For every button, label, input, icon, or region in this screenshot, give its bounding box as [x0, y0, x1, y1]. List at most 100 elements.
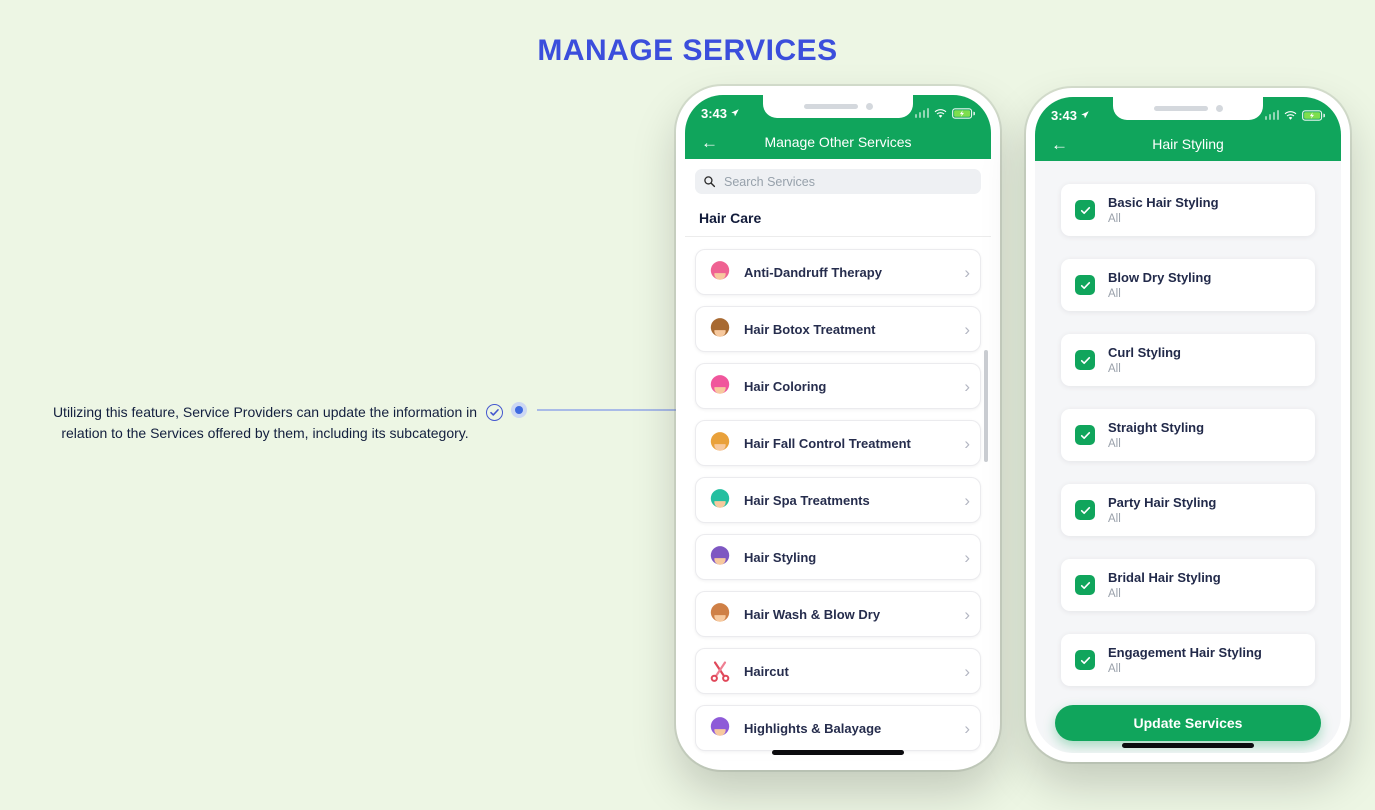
subservice-sub: All: [1108, 363, 1121, 375]
phone1-notch: [763, 95, 913, 118]
battery-charging-icon: [1302, 109, 1325, 121]
back-arrow-icon[interactable]: ←: [701, 132, 718, 152]
search-input[interactable]: [722, 173, 973, 190]
update-services-button[interactable]: Update Services: [1055, 705, 1321, 741]
phone1-status-bar: 3:43: [685, 95, 991, 125]
phone2-status-bar: 3:43: [1035, 97, 1341, 127]
checkbox-checked-icon[interactable]: [1075, 500, 1095, 520]
home-indicator[interactable]: [1122, 743, 1254, 748]
camera-dot: [865, 103, 873, 110]
service-item-label: Hair Spa Treatments: [744, 492, 870, 508]
highlights-balayage-icon: [706, 714, 734, 742]
checkbox-checked-icon[interactable]: [1075, 425, 1095, 445]
chevron-right-icon: ›: [964, 604, 970, 624]
section-title-hair-care: Hair Care: [699, 210, 762, 226]
subservice-sub: All: [1108, 288, 1121, 300]
cellular-signal-icon: [1264, 110, 1279, 120]
service-item[interactable]: Hair Wash & Blow Dry ›: [695, 591, 981, 637]
hair-botox-treatment-icon: [706, 315, 734, 343]
checkbox-checked-icon[interactable]: [1075, 200, 1095, 220]
search-bar[interactable]: [695, 169, 981, 194]
chevron-right-icon: ›: [964, 718, 970, 738]
hair-fall-control-icon: [706, 429, 734, 457]
page-title: MANAGE SERVICES: [537, 34, 838, 67]
hair-coloring-icon: [706, 372, 734, 400]
service-item-label: Highlights & Balayage: [744, 720, 882, 736]
service-item-label: Anti-Dandruff Therapy: [744, 264, 882, 280]
wifi-icon: [934, 108, 947, 118]
annotation-text: Utilizing this feature, Service Provider…: [30, 402, 500, 444]
service-item[interactable]: Haircut ›: [695, 648, 981, 694]
service-item[interactable]: Hair Fall Control Treatment ›: [695, 420, 981, 466]
home-indicator[interactable]: [772, 750, 904, 755]
phone2-status-time: 3:43: [1051, 108, 1090, 123]
speaker-slot: [803, 104, 858, 109]
chevron-right-icon: ›: [964, 319, 970, 339]
battery-charging-icon: [952, 107, 975, 119]
subservice-label: Straight Styling: [1108, 420, 1205, 435]
time-text: 3:43: [701, 105, 728, 121]
connector-line: [537, 409, 676, 411]
time-text: 3:43: [1051, 107, 1078, 123]
phone2-app-bar: ← Hair Styling: [1035, 127, 1341, 161]
camera-dot: [1215, 105, 1223, 112]
navigation-arrow-icon: [731, 109, 739, 117]
subservice-sub: All: [1108, 588, 1121, 600]
scrollbar[interactable]: [984, 350, 988, 462]
speaker-slot: [1153, 106, 1208, 111]
hair-wash-blow-dry-icon: [706, 600, 734, 628]
chevron-right-icon: ›: [964, 376, 970, 396]
service-item[interactable]: Hair Spa Treatments ›: [695, 477, 981, 523]
subservice-label: Curl Styling: [1108, 345, 1181, 360]
chevron-right-icon: ›: [964, 661, 970, 681]
phone2-status-icons: [1264, 109, 1325, 121]
phone1-screen: 3:43 ← Manage Other Services: [685, 95, 991, 761]
service-item[interactable]: Hair Styling ›: [695, 534, 981, 580]
subservice-label: Basic Hair Styling: [1108, 195, 1219, 210]
annotation-line-1: Utilizing this feature, Service Provider…: [52, 404, 478, 420]
checkbox-checked-icon[interactable]: [1075, 575, 1095, 595]
services-list: Anti-Dandruff Therapy › Hair Botox Treat…: [695, 249, 981, 761]
subservice-label: Engagement Hair Styling: [1108, 645, 1262, 660]
service-item[interactable]: Highlights & Balayage ›: [695, 705, 981, 751]
subservice-sub: All: [1108, 438, 1121, 450]
phone2-screen: 3:43 ← Hair Styling: [1035, 97, 1341, 753]
cellular-signal-icon: [914, 108, 929, 118]
service-item-label: Hair Styling: [744, 549, 817, 565]
service-item[interactable]: Hair Botox Treatment ›: [695, 306, 981, 352]
chevron-right-icon: ›: [964, 433, 970, 453]
wifi-icon: [1284, 110, 1297, 120]
service-item-label: Hair Botox Treatment: [744, 321, 876, 337]
checkbox-checked-icon[interactable]: [1075, 650, 1095, 670]
phone1-status-icons: [914, 107, 975, 119]
checkbox-checked-icon[interactable]: [1075, 350, 1095, 370]
subservice-sub: All: [1108, 663, 1121, 675]
phone1-screen-title: Manage Other Services: [764, 134, 912, 150]
phone1-content: Hair Care Anti-Dandruff Therapy › Hair B…: [685, 159, 991, 761]
navigation-arrow-icon: [1081, 111, 1089, 119]
subservice-label: Bridal Hair Styling: [1108, 570, 1221, 585]
phone1-status-time: 3:43: [701, 106, 740, 121]
section-divider: [685, 236, 991, 237]
hair-styling-icon: [706, 543, 734, 571]
annotation-line-2: relation to the Services offered by them…: [61, 425, 469, 441]
service-item[interactable]: Hair Coloring ›: [695, 363, 981, 409]
service-item[interactable]: Anti-Dandruff Therapy ›: [695, 249, 981, 295]
checkbox-checked-icon[interactable]: [1075, 275, 1095, 295]
service-item-label: Hair Fall Control Treatment: [744, 435, 911, 451]
back-arrow-icon[interactable]: ←: [1051, 134, 1068, 154]
service-item-label: Hair Wash & Blow Dry: [744, 606, 881, 622]
phone-mockup-manage-other-services: 3:43 ← Manage Other Services: [676, 86, 1000, 770]
phone1-app-bar: ← Manage Other Services: [685, 125, 991, 159]
subservice-label: Blow Dry Styling: [1108, 270, 1212, 285]
chevron-right-icon: ›: [964, 262, 970, 282]
